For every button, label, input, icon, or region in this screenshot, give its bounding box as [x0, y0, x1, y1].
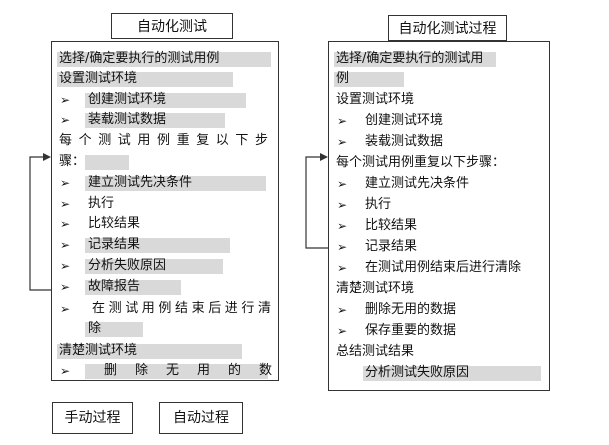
left-line-repeat-steps: 每个测试用例重复以下步	[59, 133, 275, 148]
right-line-save-data: ➢ 保存重要的数据	[329, 321, 545, 341]
left-line-cleanup: ➢ 在测试用例结束后进行清	[52, 299, 276, 319]
right-line-summary: 总结测试结果	[336, 344, 415, 359]
manual-process-label: 手动过程	[52, 402, 133, 434]
left-line-execute: ➢ 执行	[52, 194, 272, 214]
bullet-arrow-icon: ➢	[337, 198, 348, 212]
bullet-arrow-icon: ➢	[337, 219, 348, 233]
right-line-cleanup: ➢ 在测试用例结束后进行清除	[329, 258, 545, 278]
right-line-create-env: ➢ 创建测试环境	[329, 111, 545, 131]
right-line-delete-data: ➢ 删除无用的数据	[329, 300, 545, 320]
right-loop-arrowhead-icon	[320, 153, 328, 161]
bullet-arrow-icon: ➢	[337, 240, 348, 254]
left-line-create-env: ➢ 创建测试环境	[52, 90, 272, 110]
right-line-repeat-steps: 每个测试用例重复以下步骤：	[336, 155, 506, 170]
left-line-report: ➢ 故障报告	[52, 277, 272, 297]
bullet-arrow-icon: ➢	[337, 261, 348, 275]
left-line-analyze: ➢ 分析失败原因	[52, 256, 272, 276]
bullet-arrow-icon: ➢	[337, 303, 348, 317]
right-line-preconditions: ➢ 建立测试先决条件	[329, 174, 545, 194]
right-line-setup-env: 设置测试环境	[336, 92, 415, 107]
bullet-arrow-icon: ➢	[60, 259, 71, 273]
left-panel: 选择/确定要执行的测试用例 设置测试环境 ➢ 创建测试环境 ➢ 装载测试数据 每…	[51, 41, 279, 381]
left-loop-arrowhead-icon	[43, 153, 51, 161]
right-line-clear-env: 清楚测试环境	[336, 281, 415, 296]
bullet-arrow-icon: ➢	[60, 176, 71, 190]
bullet-arrow-icon: ➢	[60, 197, 71, 211]
bullet-arrow-icon: ➢	[60, 280, 71, 294]
left-panel-title: 自动化测试	[111, 13, 233, 39]
bullet-arrow-icon: ➢	[60, 302, 71, 316]
auto-process-label: 自动过程	[159, 402, 243, 434]
bullet-arrow-icon: ➢	[60, 217, 71, 231]
right-line-select-cases: 选择/确定要执行的测试用	[336, 51, 484, 66]
left-line-compare: ➢ 比较结果	[52, 214, 272, 234]
left-line-setup-env: 设置测试环境	[59, 71, 138, 86]
bullet-arrow-icon: ➢	[60, 93, 71, 107]
bullet-arrow-icon: ➢	[337, 114, 348, 128]
right-panel-title: 自动化测试过程	[388, 15, 507, 41]
left-line-clear-env: 清楚测试环境	[59, 343, 138, 358]
left-line-cleanup-suffix: 除	[88, 321, 102, 336]
right-loop-arrow	[305, 156, 328, 249]
right-line-compare: ➢ 比较结果	[329, 216, 545, 236]
left-line-load-data: ➢ 装载测试数据	[52, 110, 272, 130]
bullet-arrow-icon: ➢	[337, 135, 348, 149]
left-loop-arrow	[29, 156, 51, 291]
right-line-load-data: ➢ 装载测试数据	[329, 132, 545, 152]
bullet-arrow-icon: ➢	[337, 324, 348, 338]
bullet-arrow-icon: ➢	[60, 238, 71, 252]
bullet-arrow-icon: ➢	[60, 364, 71, 378]
left-line-preconditions: ➢ 建立测试先决条件	[52, 173, 272, 193]
bullet-arrow-icon: ➢	[60, 113, 71, 127]
right-line-execute: ➢ 执行	[329, 195, 545, 215]
left-line-delete-data: ➢ 删除无用的数	[52, 361, 276, 380]
left-line-select-cases: 选择/确定要执行的测试用例	[59, 51, 220, 66]
left-line-record: ➢ 记录结果	[52, 235, 272, 255]
bullet-arrow-icon: ➢	[337, 177, 348, 191]
right-line-record: ➢ 记录结果	[329, 237, 545, 257]
left-line-steps-suffix: 骤：	[59, 154, 86, 169]
right-panel: 选择/确定要执行的测试用 例 设置测试环境 ➢ 创建测试环境 ➢ 装载测试数据 …	[328, 41, 550, 391]
right-line-select-suffix: 例	[336, 71, 350, 86]
right-line-analyze-failures: 分析测试失败原因	[365, 365, 470, 380]
